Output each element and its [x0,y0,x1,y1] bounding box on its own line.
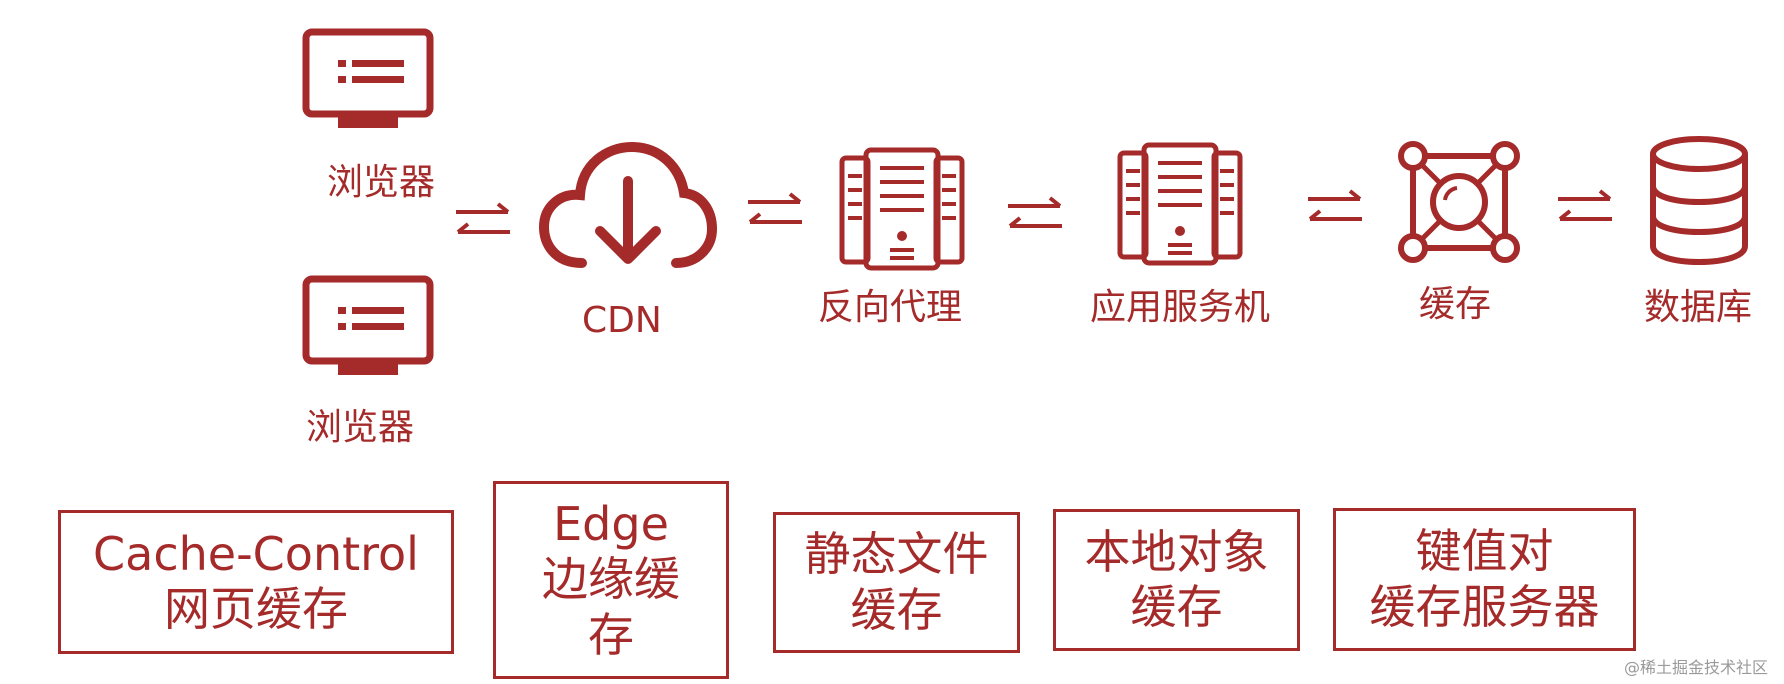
layer-line: 缓存服务器 [1369,579,1600,634]
swap-arrows-icon [1308,189,1362,221]
layer-line: 存 [588,607,634,662]
browser-bottom-label: 浏览器 [306,407,415,448]
layer-box-cache-control: Cache-Control 网页缓存 [58,510,454,654]
server-rack-icon [839,147,965,271]
database-label: 数据库 [1644,287,1753,328]
monitor-icon [302,28,434,128]
reverse-proxy-label: 反向代理 [818,287,963,328]
layer-line: 缓存 [850,582,943,637]
layer-line: 缓存 [1130,580,1223,634]
swap-arrows-icon [456,202,510,234]
layer-line: 网页缓存 [164,582,348,636]
watermark: @稀土掘金技术社区 [1623,658,1768,677]
cache-label: 缓存 [1419,284,1492,325]
browser-top-label: 浏览器 [327,162,436,203]
layer-box-static-files: 静态文件 缓存 [773,512,1020,653]
database-icon [1650,136,1748,266]
layer-box-local-object: 本地对象 缓存 [1053,509,1300,651]
layer-box-edge: Edge 边缘缓 存 [493,481,729,679]
layer-box-kv-cache: 键值对 缓存服务器 [1333,508,1636,651]
layer-line: 键值对 [1415,524,1554,579]
cloud-download-icon [538,141,718,268]
layer-line: 边缘缓 [542,552,680,607]
swap-arrows-icon [1558,189,1612,221]
swap-arrows-icon [748,192,802,224]
layer-line: Cache-Control [93,526,419,581]
server-rack-icon [1117,142,1243,266]
swap-arrows-icon [1008,196,1062,228]
layer-line: Edge [553,497,669,552]
layer-line: 本地对象 [1084,524,1269,579]
app-server-label: 应用服务机 [1090,287,1271,328]
cdn-label: CDN [582,300,662,341]
cache-node-icon [1398,141,1520,263]
layer-line: 静态文件 [804,527,989,582]
monitor-icon [302,275,434,375]
